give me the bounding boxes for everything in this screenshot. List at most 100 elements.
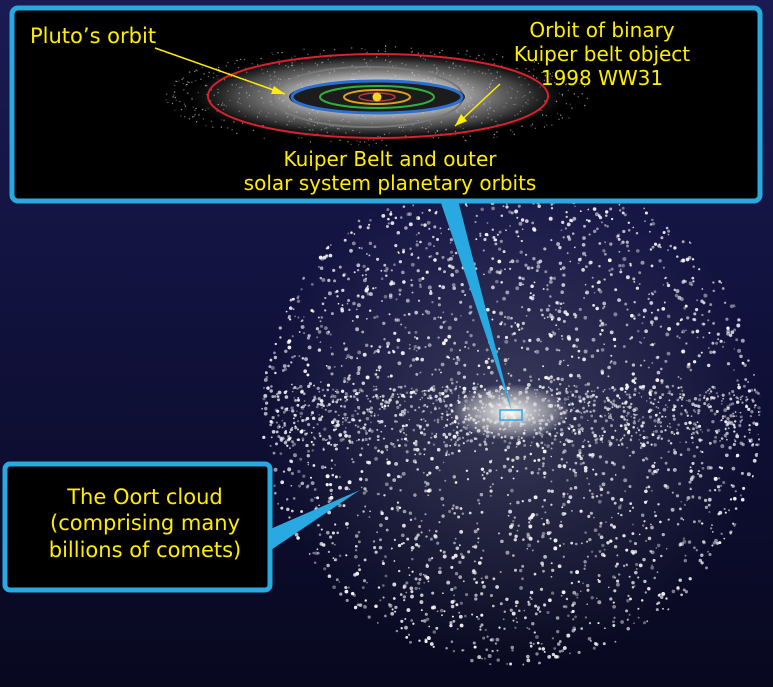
comet-dot: [660, 554, 663, 558]
comet-dot: [712, 386, 716, 390]
belt-grain: [263, 137, 265, 140]
comet-dot: [631, 580, 635, 585]
comet-dot: [625, 414, 628, 417]
comet-dot: [509, 608, 513, 612]
comet-dot: [362, 352, 367, 357]
comet-dot: [568, 468, 572, 471]
comet-dot: [740, 338, 745, 343]
comet-dot: [347, 480, 352, 485]
comet-dot: [465, 593, 469, 597]
comet-dot: [583, 465, 588, 470]
comet-dot: [661, 415, 664, 418]
comet-dot: [436, 610, 439, 613]
comet-dot: [330, 443, 333, 446]
comet-dot: [521, 564, 525, 568]
comet-dot: [429, 291, 433, 295]
comet-dot: [303, 429, 306, 432]
comet-dot: [405, 581, 409, 585]
comet-dot: [398, 506, 402, 509]
comet-dot: [372, 395, 375, 398]
comet-dot: [691, 495, 695, 499]
comet-dot: [692, 520, 696, 524]
comet-dot: [591, 390, 593, 393]
comet-dot: [669, 244, 672, 248]
comet-dot: [421, 390, 424, 393]
belt-grain: [210, 120, 213, 123]
comet-dot: [393, 560, 396, 562]
comet-dot: [568, 403, 571, 406]
comet-dot: [411, 549, 413, 552]
comet-dot: [380, 430, 383, 433]
comet-dot: [656, 571, 659, 574]
comet-dot: [647, 485, 651, 489]
belt-grain: [549, 73, 551, 75]
comet-dot: [717, 338, 720, 341]
comet-dot: [333, 279, 337, 283]
comet-dot: [408, 222, 413, 227]
comet-dot: [374, 604, 378, 609]
comet-dot: [327, 403, 331, 406]
comet-dot: [659, 367, 663, 371]
comet-dot: [583, 297, 585, 299]
comet-dot: [290, 484, 293, 487]
comet-dot: [678, 578, 682, 582]
comet-dot: [433, 316, 437, 321]
comet-dot: [363, 487, 367, 491]
comet-dot: [324, 296, 327, 300]
comet-dot: [441, 412, 444, 415]
belt-grain: [186, 83, 188, 86]
comet-dot: [656, 370, 661, 375]
comet-dot: [562, 495, 565, 498]
comet-dot: [329, 333, 332, 336]
comet-dot: [659, 520, 662, 524]
comet-dot: [551, 652, 556, 657]
comet-dot: [453, 586, 457, 590]
comet-dot: [542, 288, 545, 290]
comet-dot: [277, 435, 281, 438]
comet-dot: [357, 530, 361, 534]
comet-dot: [429, 396, 433, 400]
oort-cloud-sphere: [261, 166, 761, 666]
comet-dot: [273, 484, 276, 487]
comet-dot: [737, 385, 741, 390]
comet-dot: [584, 531, 587, 534]
comet-dot: [423, 223, 427, 227]
comet-dot: [742, 384, 746, 388]
comet-dot: [402, 280, 406, 284]
comet-dot: [487, 269, 492, 274]
comet-dot: [453, 594, 456, 597]
comet-dot: [670, 393, 674, 396]
comet-dot: [482, 584, 486, 589]
comet-dot: [588, 400, 591, 404]
comet-dot: [679, 507, 682, 511]
comet-dot: [665, 332, 670, 337]
comet-dot: [726, 326, 730, 330]
comet-dot: [631, 506, 635, 509]
comet-dot: [589, 260, 593, 265]
comet-dot: [666, 425, 669, 427]
comet-dot: [331, 394, 335, 398]
comet-dot: [657, 434, 661, 438]
comet-dot: [631, 379, 636, 383]
comet-dot: [395, 505, 400, 510]
belt-grain: [174, 84, 176, 87]
comet-dot: [711, 420, 715, 424]
comet-dot: [637, 313, 641, 317]
comet-dot: [403, 408, 407, 412]
comet-dot: [550, 503, 553, 506]
belt-grain: [466, 50, 468, 52]
comet-dot: [423, 432, 427, 436]
comet-dot: [336, 388, 338, 391]
comet-dot: [319, 341, 322, 343]
comet-dot: [415, 447, 420, 452]
comet-dot: [381, 584, 385, 587]
comet-dot: [631, 532, 635, 536]
comet-dot: [455, 603, 459, 607]
comet-dot: [607, 258, 612, 263]
comet-dot: [447, 356, 450, 359]
comet-dot: [734, 490, 737, 493]
comet-dot: [422, 410, 425, 413]
comet-dot: [510, 488, 514, 493]
comet-dot: [553, 378, 556, 382]
comet-dot: [293, 453, 297, 458]
